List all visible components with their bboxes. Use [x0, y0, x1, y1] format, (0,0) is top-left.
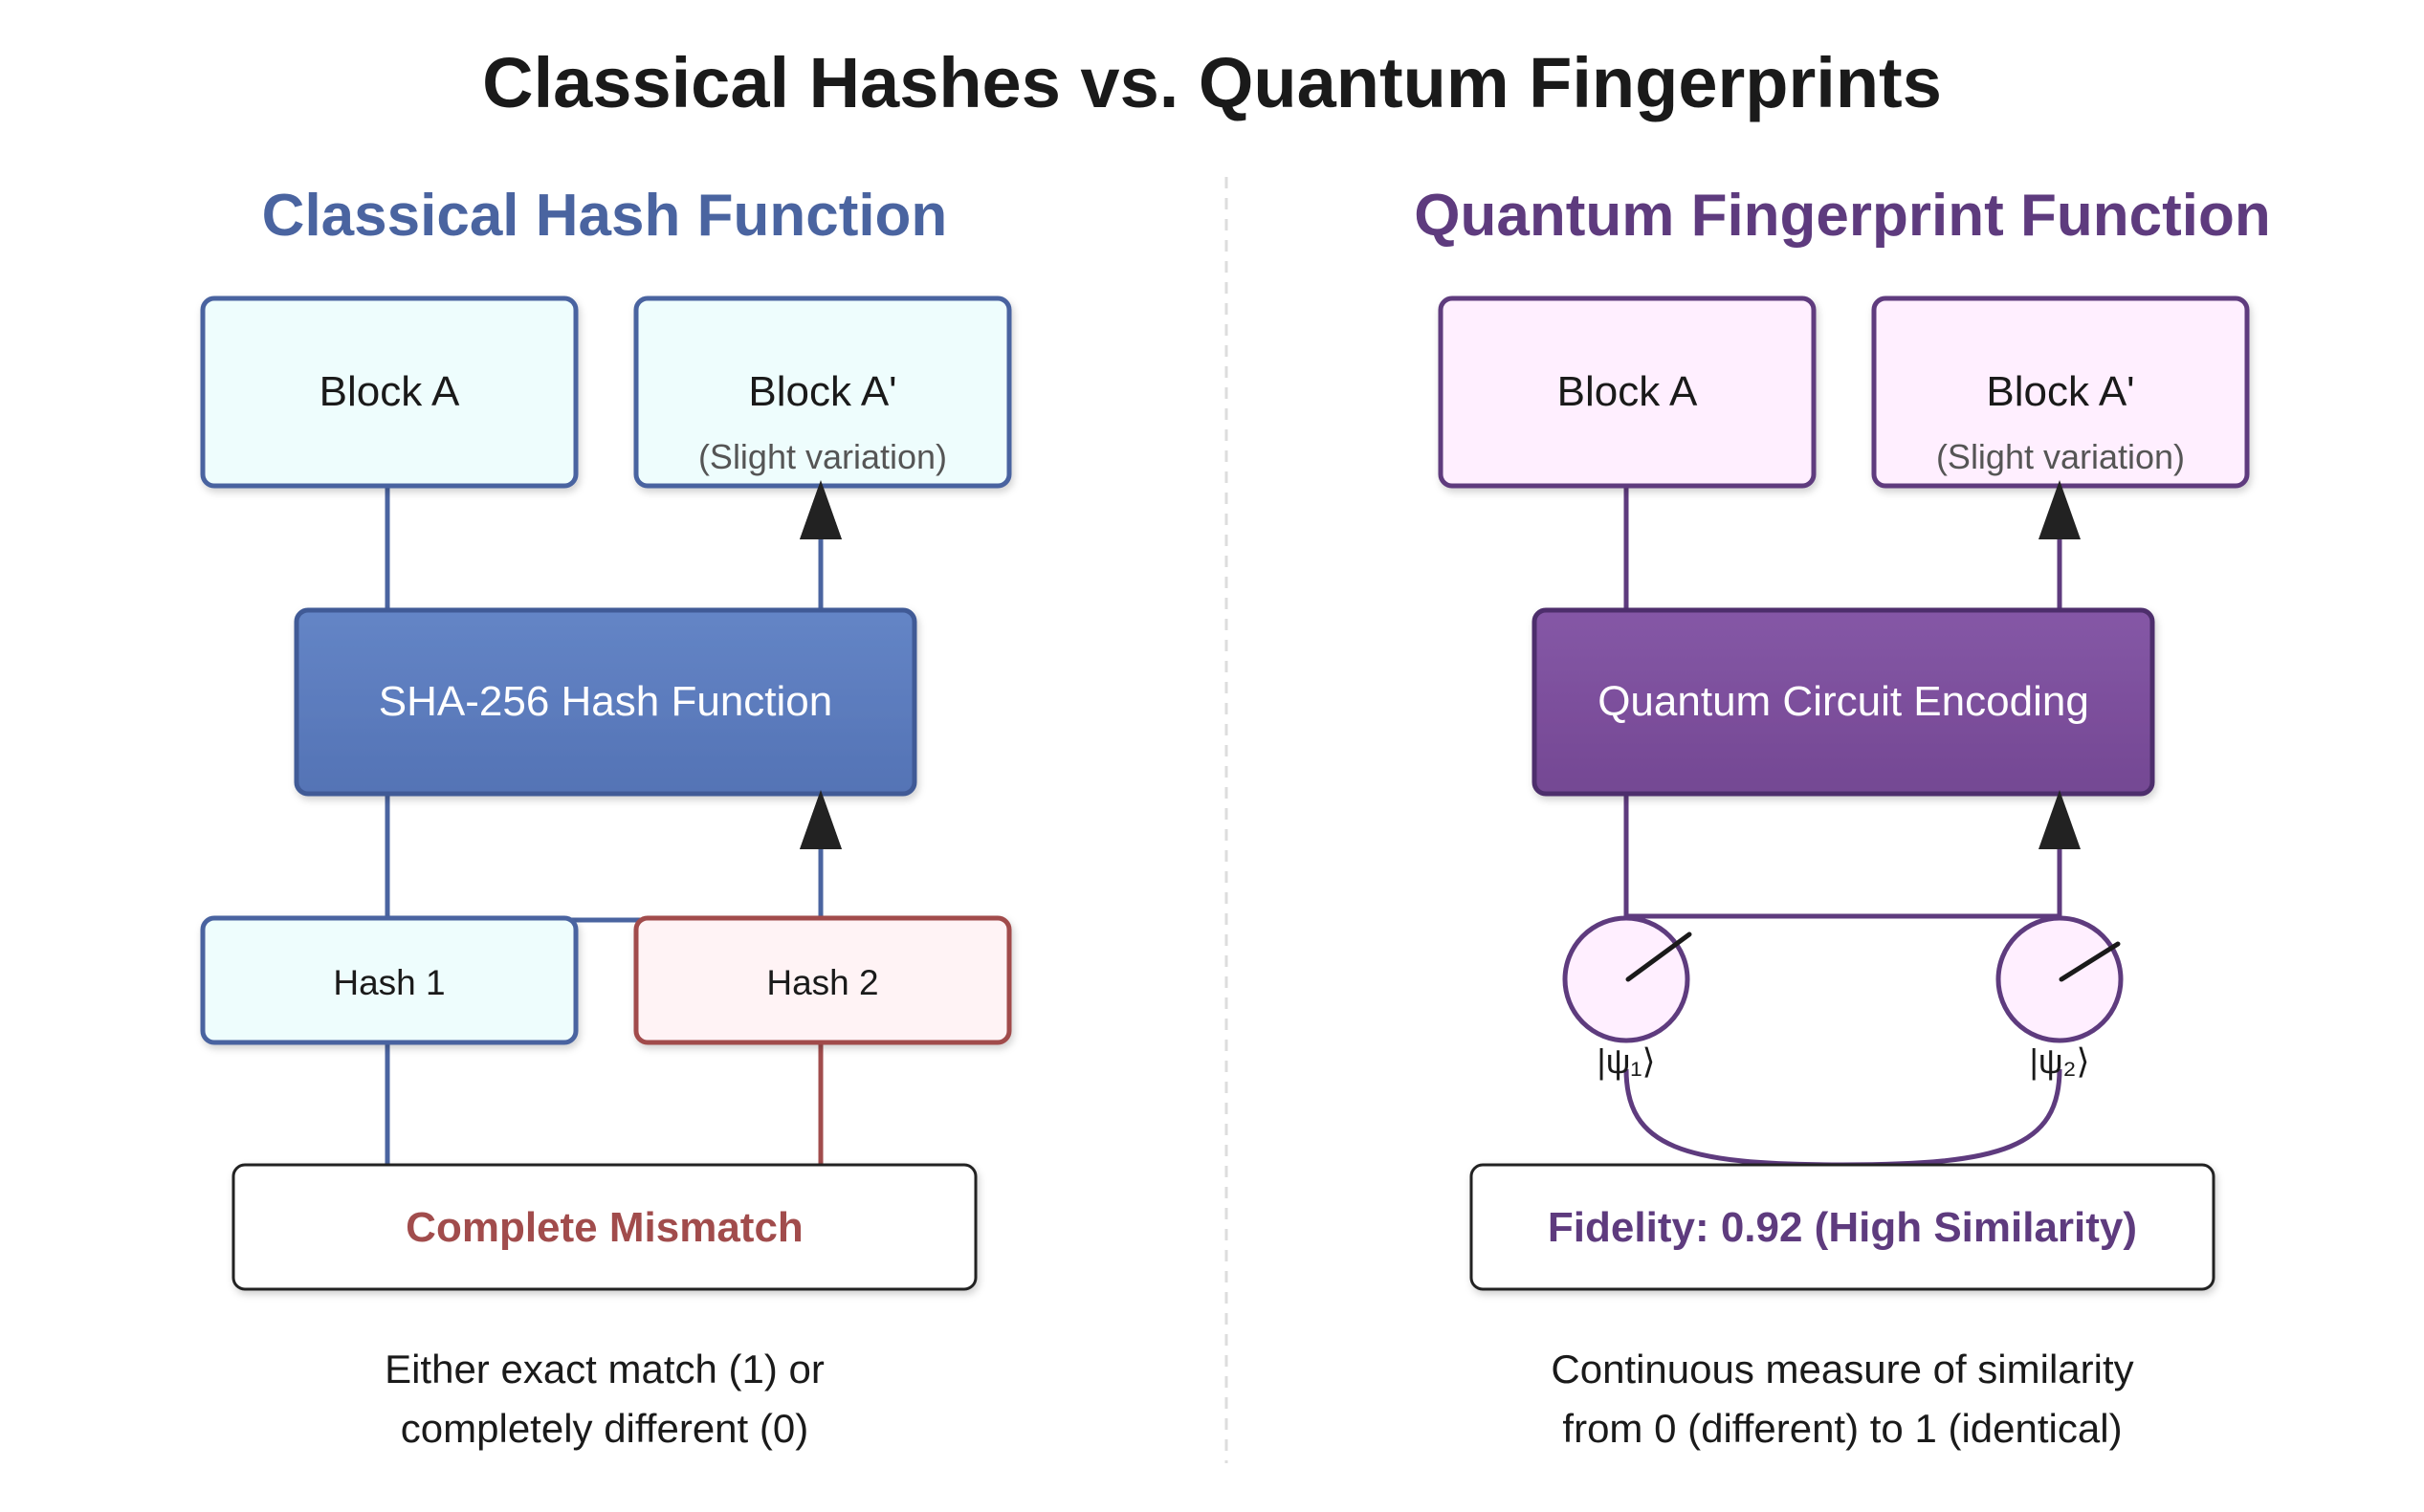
psi-2-label: |ψ₂⟩: [2029, 1041, 2089, 1081]
block-a-prime-note: (Slight variation): [698, 437, 947, 476]
arrow-up-icon: [2038, 790, 2081, 849]
psi-1-label: |ψ₁⟩: [1597, 1041, 1655, 1081]
classical-block-a: Block A: [200, 296, 579, 489]
classical-result-box: Complete Mismatch: [231, 1163, 978, 1291]
quantum-circuit-label: Quantum Circuit Encoding: [1598, 678, 2089, 725]
arrow-up-icon: [800, 480, 842, 539]
quantum-caption-line2: from 0 (different) to 1 (identical): [1562, 1406, 2122, 1451]
quantum-result-label: Fidelity: 0.92 (High Similarity): [1548, 1204, 2137, 1251]
quantum-result-box: Fidelity: 0.92 (High Similarity): [1469, 1163, 2215, 1291]
psi-2-gauge-icon: [1995, 915, 2124, 1043]
hash-2-box: Hash 2: [633, 915, 1012, 1045]
quantum-circuit-box: Quantum Circuit Encoding: [1532, 607, 2155, 797]
classical-result-label: Complete Mismatch: [406, 1204, 804, 1251]
sha256-hash-function-box: SHA-256 Hash Function: [294, 607, 917, 797]
quantum-block-a-label: Block A: [1557, 368, 1698, 415]
block-a-prime-label: Block A': [748, 368, 896, 415]
classical-connectors: [385, 486, 824, 1165]
arrow-up-icon: [800, 790, 842, 849]
page-title: Classical Hashes vs. Quantum Fingerprint…: [482, 43, 1942, 122]
quantum-block-a-prime-note: (Slight variation): [1936, 437, 2185, 476]
classical-block-a-prime: Block A' (Slight variation): [633, 296, 1012, 489]
classical-caption-line2: completely different (0): [401, 1406, 808, 1451]
hash-1-label: Hash 1: [333, 963, 445, 1002]
quantum-heading: Quantum Fingerprint Function: [1414, 183, 2270, 249]
psi-1-gauge-icon: [1562, 915, 1692, 1043]
quantum-panel: Quantum Fingerprint Function Block A Blo…: [1414, 183, 2270, 1451]
hash-2-label: Hash 2: [766, 963, 878, 1002]
quantum-block-a: Block A: [1438, 296, 1817, 489]
quantum-caption-line1: Continuous measure of similarity: [1551, 1347, 2133, 1391]
classical-caption-line1: Either exact match (1) or: [385, 1347, 825, 1391]
classical-panel: Classical Hash Function Block A Block A'…: [200, 183, 1012, 1451]
block-a-label: Block A: [320, 368, 460, 415]
hash-function-label: SHA-256 Hash Function: [379, 678, 832, 725]
hash-1-box: Hash 1: [200, 915, 579, 1045]
quantum-block-a-prime: Block A' (Slight variation): [1871, 296, 2250, 489]
quantum-connectors: [1623, 486, 2062, 1168]
arrow-up-icon: [2038, 480, 2081, 539]
quantum-block-a-prime-label: Block A': [1986, 368, 2134, 415]
classical-heading: Classical Hash Function: [262, 183, 948, 249]
